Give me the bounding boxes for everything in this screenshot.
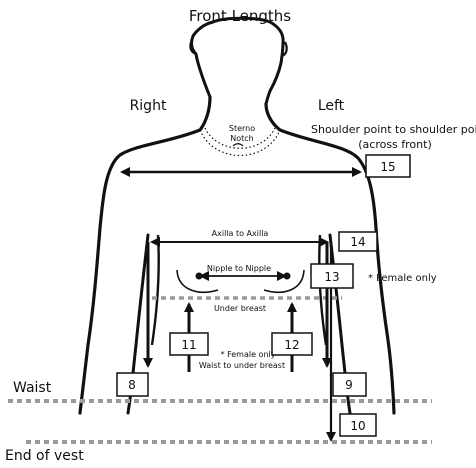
waist-label: Waist (13, 380, 52, 396)
diagram-title: Front Lengths (189, 7, 291, 25)
sterno-notch-label: Notch (230, 134, 253, 143)
under-breast-label: Under breast (214, 304, 266, 313)
head-outline (192, 18, 284, 104)
nipple-label: Nipple to Nipple (207, 264, 271, 273)
measurement-number-13: 13 (324, 270, 339, 284)
shoulder-note-line2: (across front) (358, 138, 432, 151)
axilla-label: Axilla to Axilla (212, 229, 269, 238)
measurement-number-8: 8 (128, 378, 136, 392)
female-only-note: * Female only (368, 273, 437, 284)
sterno-notch-label: Sterno (229, 124, 255, 133)
measurement-number-9: 9 (345, 378, 353, 392)
measurement-number-14: 14 (350, 235, 365, 249)
measurement-number-10: 10 (350, 419, 365, 433)
side-label-left: Left (318, 98, 345, 114)
nipple-dot-left (284, 273, 291, 280)
shoulder-note-line1: Shoulder point to shoulder poir (311, 123, 476, 136)
notch-mark (233, 144, 243, 146)
side-label-right: Right (130, 98, 167, 114)
female-only-note-center: * Female only (221, 350, 276, 359)
end-of-vest-label: End of vest (5, 448, 84, 463)
breast-curve-left (264, 270, 304, 292)
measurement-number-15: 15 (380, 160, 395, 174)
measurement-number-12: 12 (284, 338, 299, 352)
waist-to-under-breast-label: Waist to under breast (199, 361, 285, 370)
measurement-number-11: 11 (181, 338, 196, 352)
nipple-dot-right (196, 273, 203, 280)
arm-inner-left (319, 235, 326, 345)
arm-inner-right (152, 235, 159, 345)
